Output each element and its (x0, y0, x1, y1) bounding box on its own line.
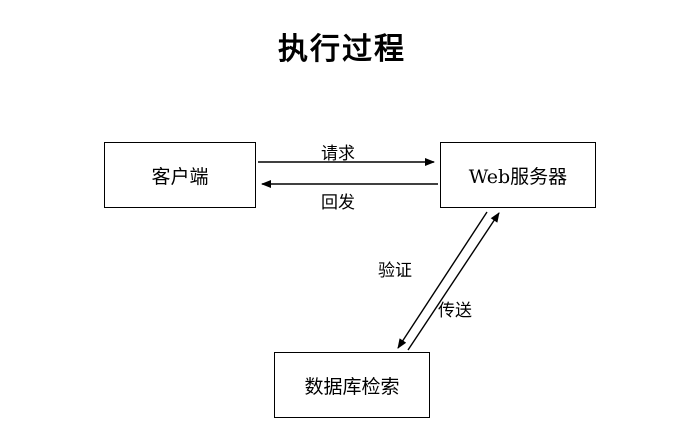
edge-label-request: 请求 (321, 144, 355, 164)
node-client-label: 客户端 (151, 165, 209, 188)
edge-label-send: 传送 (438, 301, 472, 321)
edge-label-verify: 验证 (378, 261, 412, 281)
page-title: 执行过程 (278, 32, 406, 67)
node-server[interactable]: Web服务器 (440, 142, 596, 208)
node-client[interactable]: 客户端 (104, 142, 256, 208)
node-server-label: Web服务器 (468, 165, 568, 188)
node-database-label: 数据库检索 (304, 375, 400, 398)
edge-label-reply: 回发 (321, 193, 355, 213)
edge-verify-line (397, 211, 488, 349)
edge-send-line (407, 212, 500, 351)
node-database[interactable]: 数据库检索 (274, 352, 430, 418)
